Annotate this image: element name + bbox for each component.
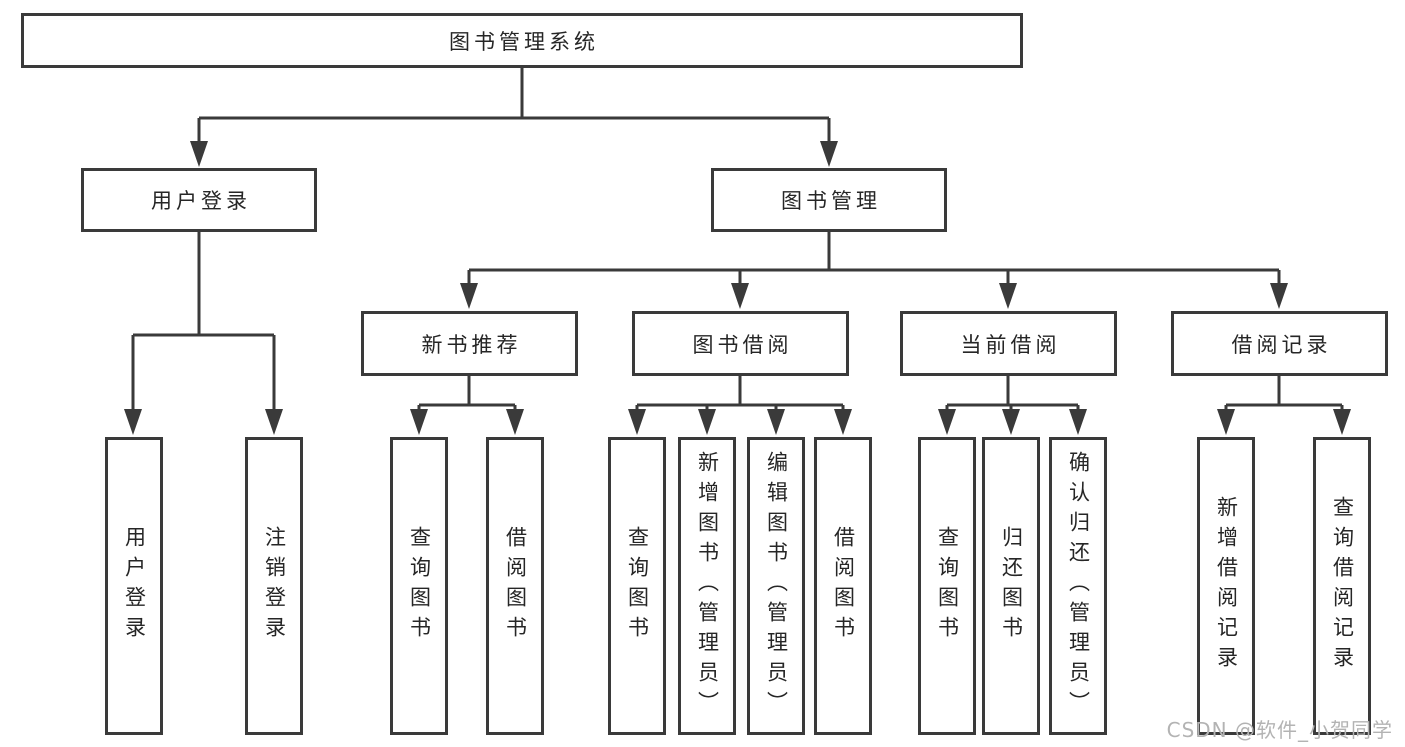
node-new-book-recommendation: 新书推荐 <box>361 311 578 376</box>
node-label: 借阅图书 <box>831 526 856 646</box>
node-book-management: 图书管理 <box>711 168 947 232</box>
node-leaf-user-login: 用户登录 <box>105 437 163 735</box>
node-label: 归还图书 <box>999 526 1024 646</box>
connector-path <box>131 68 1344 411</box>
node-leaf-borrow-books: 借阅图书 <box>814 437 872 735</box>
node-label: 确认归还（管理员） <box>1066 451 1091 721</box>
node-leaf-borrow-books-recommend: 借阅图书 <box>486 437 544 735</box>
node-leaf-query-books-recommend: 查询图书 <box>390 437 448 735</box>
node-label: 查询图书 <box>407 526 432 646</box>
node-label: 借阅图书 <box>503 526 528 646</box>
node-leaf-query-books-borrowing: 查询图书 <box>608 437 666 735</box>
node-label: 图书管理 <box>781 189 881 213</box>
node-book-borrowing: 图书借阅 <box>632 311 849 376</box>
node-label: 借阅记录 <box>1231 332 1332 357</box>
node-label: 编辑图书（管理员） <box>764 451 789 721</box>
node-leaf-logout: 注销登录 <box>245 437 303 735</box>
node-label: 查询图书 <box>625 526 650 646</box>
node-label: 图书管理系统 <box>449 29 599 54</box>
node-label: 查询借阅记录 <box>1330 496 1355 676</box>
node-leaf-add-borrow-record: 新增借阅记录 <box>1197 437 1255 735</box>
node-library-management-system: 图书管理系统 <box>21 13 1023 68</box>
node-current-borrowing: 当前借阅 <box>900 311 1117 376</box>
node-label: 用户登录 <box>151 189 251 213</box>
node-borrowing-records: 借阅记录 <box>1171 311 1388 376</box>
node-label: 注销登录 <box>262 526 287 646</box>
node-leaf-return-books: 归还图书 <box>982 437 1040 735</box>
node-label: 新增借阅记录 <box>1214 496 1239 676</box>
node-leaf-edit-books-admin: 编辑图书（管理员） <box>747 437 805 735</box>
node-leaf-query-borrow-record: 查询借阅记录 <box>1313 437 1371 735</box>
node-label: 当前借阅 <box>960 332 1061 357</box>
node-label: 新书推荐 <box>421 332 522 357</box>
node-leaf-query-books-current: 查询图书 <box>918 437 976 735</box>
node-label: 图书借阅 <box>692 332 793 357</box>
node-label: 查询图书 <box>935 526 960 646</box>
arrowheads <box>124 141 1351 435</box>
csdn-watermark: CSDN @软件_小贺同学 <box>1166 718 1393 742</box>
node-label: 新增图书（管理员） <box>695 451 720 721</box>
node-leaf-confirm-return-admin: 确认归还（管理员） <box>1049 437 1107 735</box>
node-user-login: 用户登录 <box>81 168 317 232</box>
node-label: 用户登录 <box>122 526 147 646</box>
node-leaf-add-books-admin: 新增图书（管理员） <box>678 437 736 735</box>
